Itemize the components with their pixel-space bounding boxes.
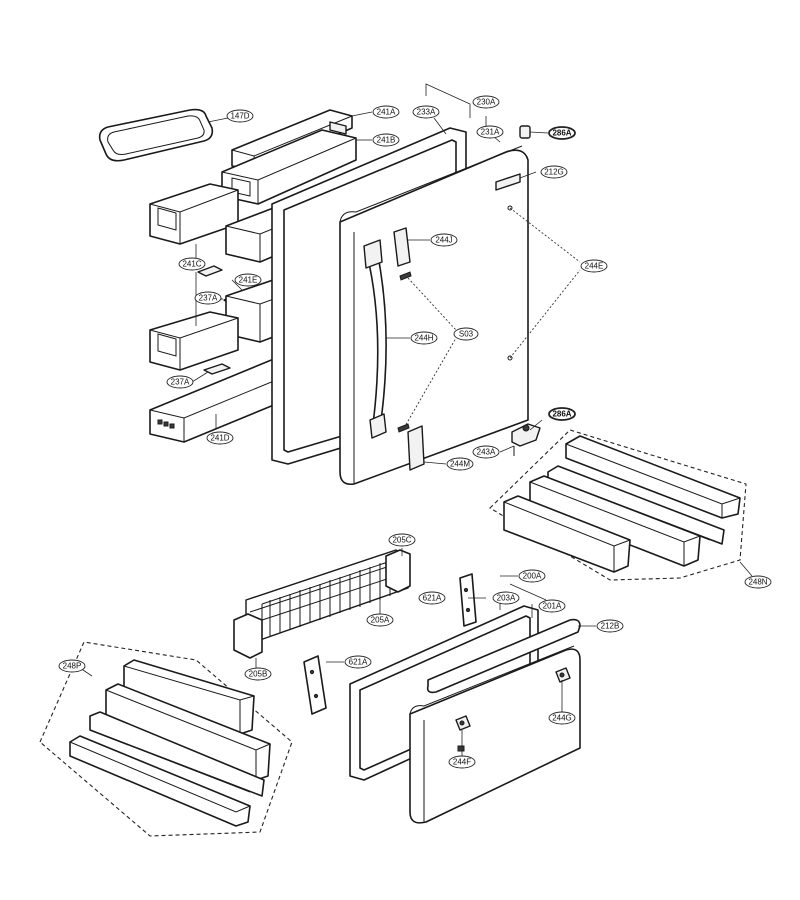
svg-text:203A: 203A	[497, 594, 516, 603]
callout-241C: 241C	[178, 257, 206, 271]
callout-248N: 248N	[744, 575, 772, 589]
svg-text:205A: 205A	[371, 616, 390, 625]
callout-244J: 244J	[430, 233, 458, 247]
svg-text:241A: 241A	[377, 108, 396, 117]
part-231A-main-door	[339, 145, 529, 486]
callout-241E: 241E	[234, 273, 262, 287]
part-201A-drawer-front	[409, 645, 581, 824]
svg-text:621A: 621A	[349, 658, 368, 667]
svg-text:241E: 241E	[239, 276, 258, 285]
svg-text:200A: 200A	[523, 572, 542, 581]
callout-244G: 244G	[548, 711, 576, 725]
svg-text:244H: 244H	[414, 334, 433, 343]
svg-text:212B: 212B	[601, 622, 620, 631]
part-244M-cap	[407, 425, 425, 471]
svg-text:248N: 248N	[748, 578, 767, 587]
svg-text:244M: 244M	[450, 460, 470, 469]
svg-text:244J: 244J	[435, 236, 452, 245]
part-241C-clip	[197, 265, 223, 277]
svg-text:S03: S03	[459, 330, 474, 339]
callout-244M: 244M	[446, 457, 474, 471]
svg-text:243A: 243A	[477, 448, 496, 457]
callout-147D: 147D	[226, 109, 254, 123]
callout-621A-right: 621A	[418, 591, 446, 605]
svg-text:205B: 205B	[249, 670, 268, 679]
callout-201A: 201A	[538, 599, 566, 613]
part-205C-bracket	[385, 549, 411, 593]
svg-text:241D: 241D	[210, 434, 229, 443]
part-bin-lower-left	[149, 311, 239, 371]
part-248N-rail-upper	[565, 435, 741, 519]
callout-621A-left: 621A	[344, 655, 372, 669]
callout-241D: 241D	[206, 431, 234, 445]
part-205A-wire-basket	[245, 549, 409, 641]
svg-text:201A: 201A	[543, 602, 562, 611]
svg-text:244F: 244F	[453, 758, 471, 767]
callout-244E: 244E	[580, 259, 608, 273]
callout-212B: 212B	[596, 619, 624, 633]
callout-244H: 244H	[410, 331, 438, 345]
svg-text:233A: 233A	[417, 108, 436, 117]
callout-S03: S03	[453, 327, 479, 341]
part-248P-rail-lower	[89, 711, 265, 797]
callout-200A: 200A	[518, 569, 546, 583]
svg-text:205C: 205C	[392, 536, 411, 545]
part-621A-bracket-left	[303, 655, 327, 715]
part-286A-grommet-top	[519, 125, 531, 139]
callout-248P: 248P	[58, 659, 86, 673]
part-248P-rail-bottom	[69, 735, 251, 827]
part-212B-drawer-handle	[426, 618, 581, 694]
part-243A-hinge	[511, 423, 541, 456]
svg-text:241C: 241C	[182, 260, 201, 269]
svg-text:212G: 212G	[544, 168, 564, 177]
part-205B-bracket	[233, 613, 263, 659]
callout-203A: 203A	[492, 591, 520, 605]
callout-244F: 244F	[448, 755, 476, 769]
svg-text:244G: 244G	[552, 714, 572, 723]
part-237A-clip	[203, 363, 231, 375]
part-621A-bracket-right	[459, 573, 477, 627]
callout-286A-top: 286A	[548, 126, 576, 140]
svg-text:237A: 237A	[199, 294, 218, 303]
callout-241B: 241B	[372, 133, 400, 147]
callout-205B: 205B	[244, 667, 272, 681]
callout-237A-lower: 237A	[166, 375, 194, 389]
svg-text:237A: 237A	[171, 378, 190, 387]
svg-text:244E: 244E	[585, 262, 604, 271]
callout-233A: 233A	[412, 105, 440, 119]
callout-205A: 205A	[366, 613, 394, 627]
callout-205C: 205C	[388, 533, 416, 547]
svg-text:241B: 241B	[377, 136, 396, 145]
callout-230A: 230A	[472, 95, 500, 109]
part-S03-screws	[397, 271, 412, 433]
svg-text:231A: 231A	[481, 128, 500, 137]
callout-231A: 231A	[476, 125, 504, 139]
svg-text:621A: 621A	[423, 594, 442, 603]
callout-241A: 241A	[372, 105, 400, 119]
callout-237A-upper: 237A	[194, 291, 222, 305]
svg-text:147D: 147D	[230, 112, 249, 121]
svg-text:248P: 248P	[63, 662, 82, 671]
part-244J-cap	[393, 227, 411, 267]
callout-243A: 243A	[472, 445, 500, 459]
svg-text:286A: 286A	[552, 129, 571, 138]
part-bin-upper-left	[149, 183, 239, 245]
part-147D-tray	[98, 108, 214, 162]
svg-text:286A: 286A	[552, 410, 571, 419]
part-244H-handle	[363, 239, 387, 439]
callout-286A-mid: 286A	[548, 407, 576, 421]
callout-212G: 212G	[540, 165, 568, 179]
svg-text:230A: 230A	[477, 98, 496, 107]
part-248N-rail-bracket-b	[503, 495, 631, 573]
